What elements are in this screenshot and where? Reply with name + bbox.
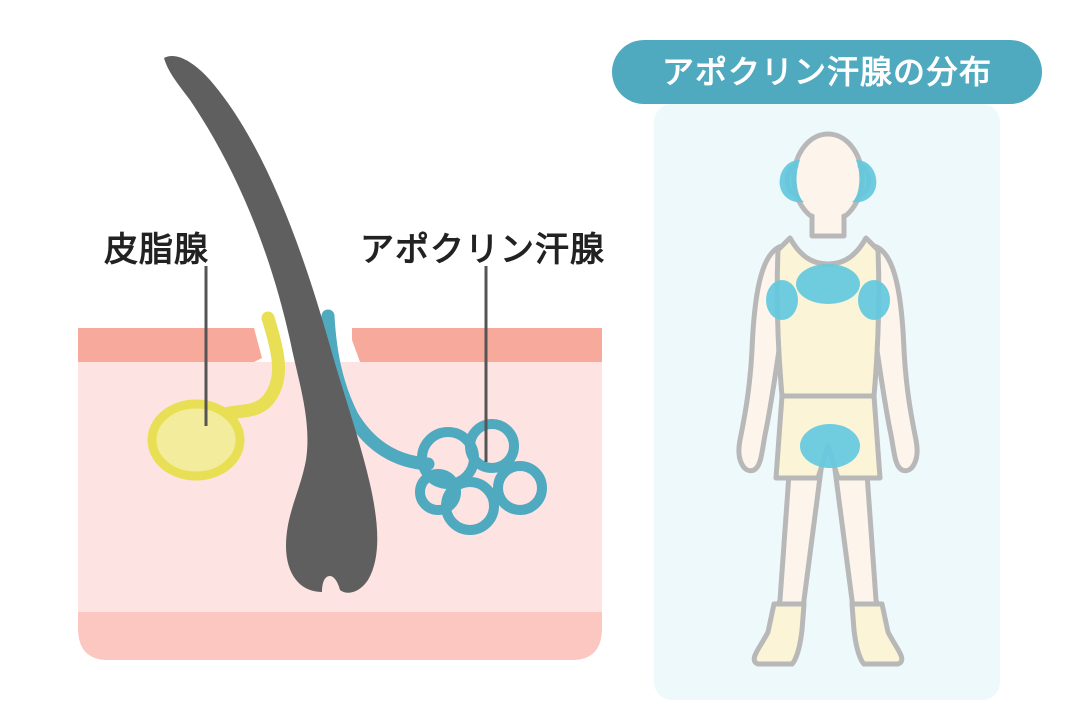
sebaceous-duct: [219, 311, 285, 421]
skin-epidermis-right: [352, 328, 602, 362]
spot-armpit-left: [766, 280, 798, 320]
apocrine-coil: [415, 419, 547, 535]
skin-epidermis-left: [78, 328, 262, 362]
spot-ear-left: [779, 160, 804, 203]
spot-groin: [800, 424, 860, 468]
apocrine-distribution-spots: [766, 160, 890, 468]
figure-sock-left: [751, 601, 807, 667]
figure-tank-top: [774, 235, 882, 399]
apocrine-sweat-gland: [321, 309, 547, 535]
skin-subcutis: [78, 612, 602, 660]
hair-shaft: [164, 56, 378, 593]
sebaceous-gland-label: 皮脂腺: [104, 230, 209, 270]
sebaceous-gland: [147, 311, 285, 481]
figure-sock-right: [849, 601, 905, 667]
spot-armpit-right: [858, 280, 890, 320]
figure-neck: [809, 213, 847, 239]
apocrine-duct: [321, 309, 435, 471]
spot-chest: [796, 264, 860, 304]
apocrine-gland-label: アポクリン汗腺: [360, 230, 605, 270]
figure-head: [791, 131, 865, 225]
spot-ear-right: [852, 160, 877, 203]
distribution-panel-title: アポクリン汗腺の分布: [612, 40, 1042, 104]
sebaceous-gland-body: [147, 399, 245, 481]
